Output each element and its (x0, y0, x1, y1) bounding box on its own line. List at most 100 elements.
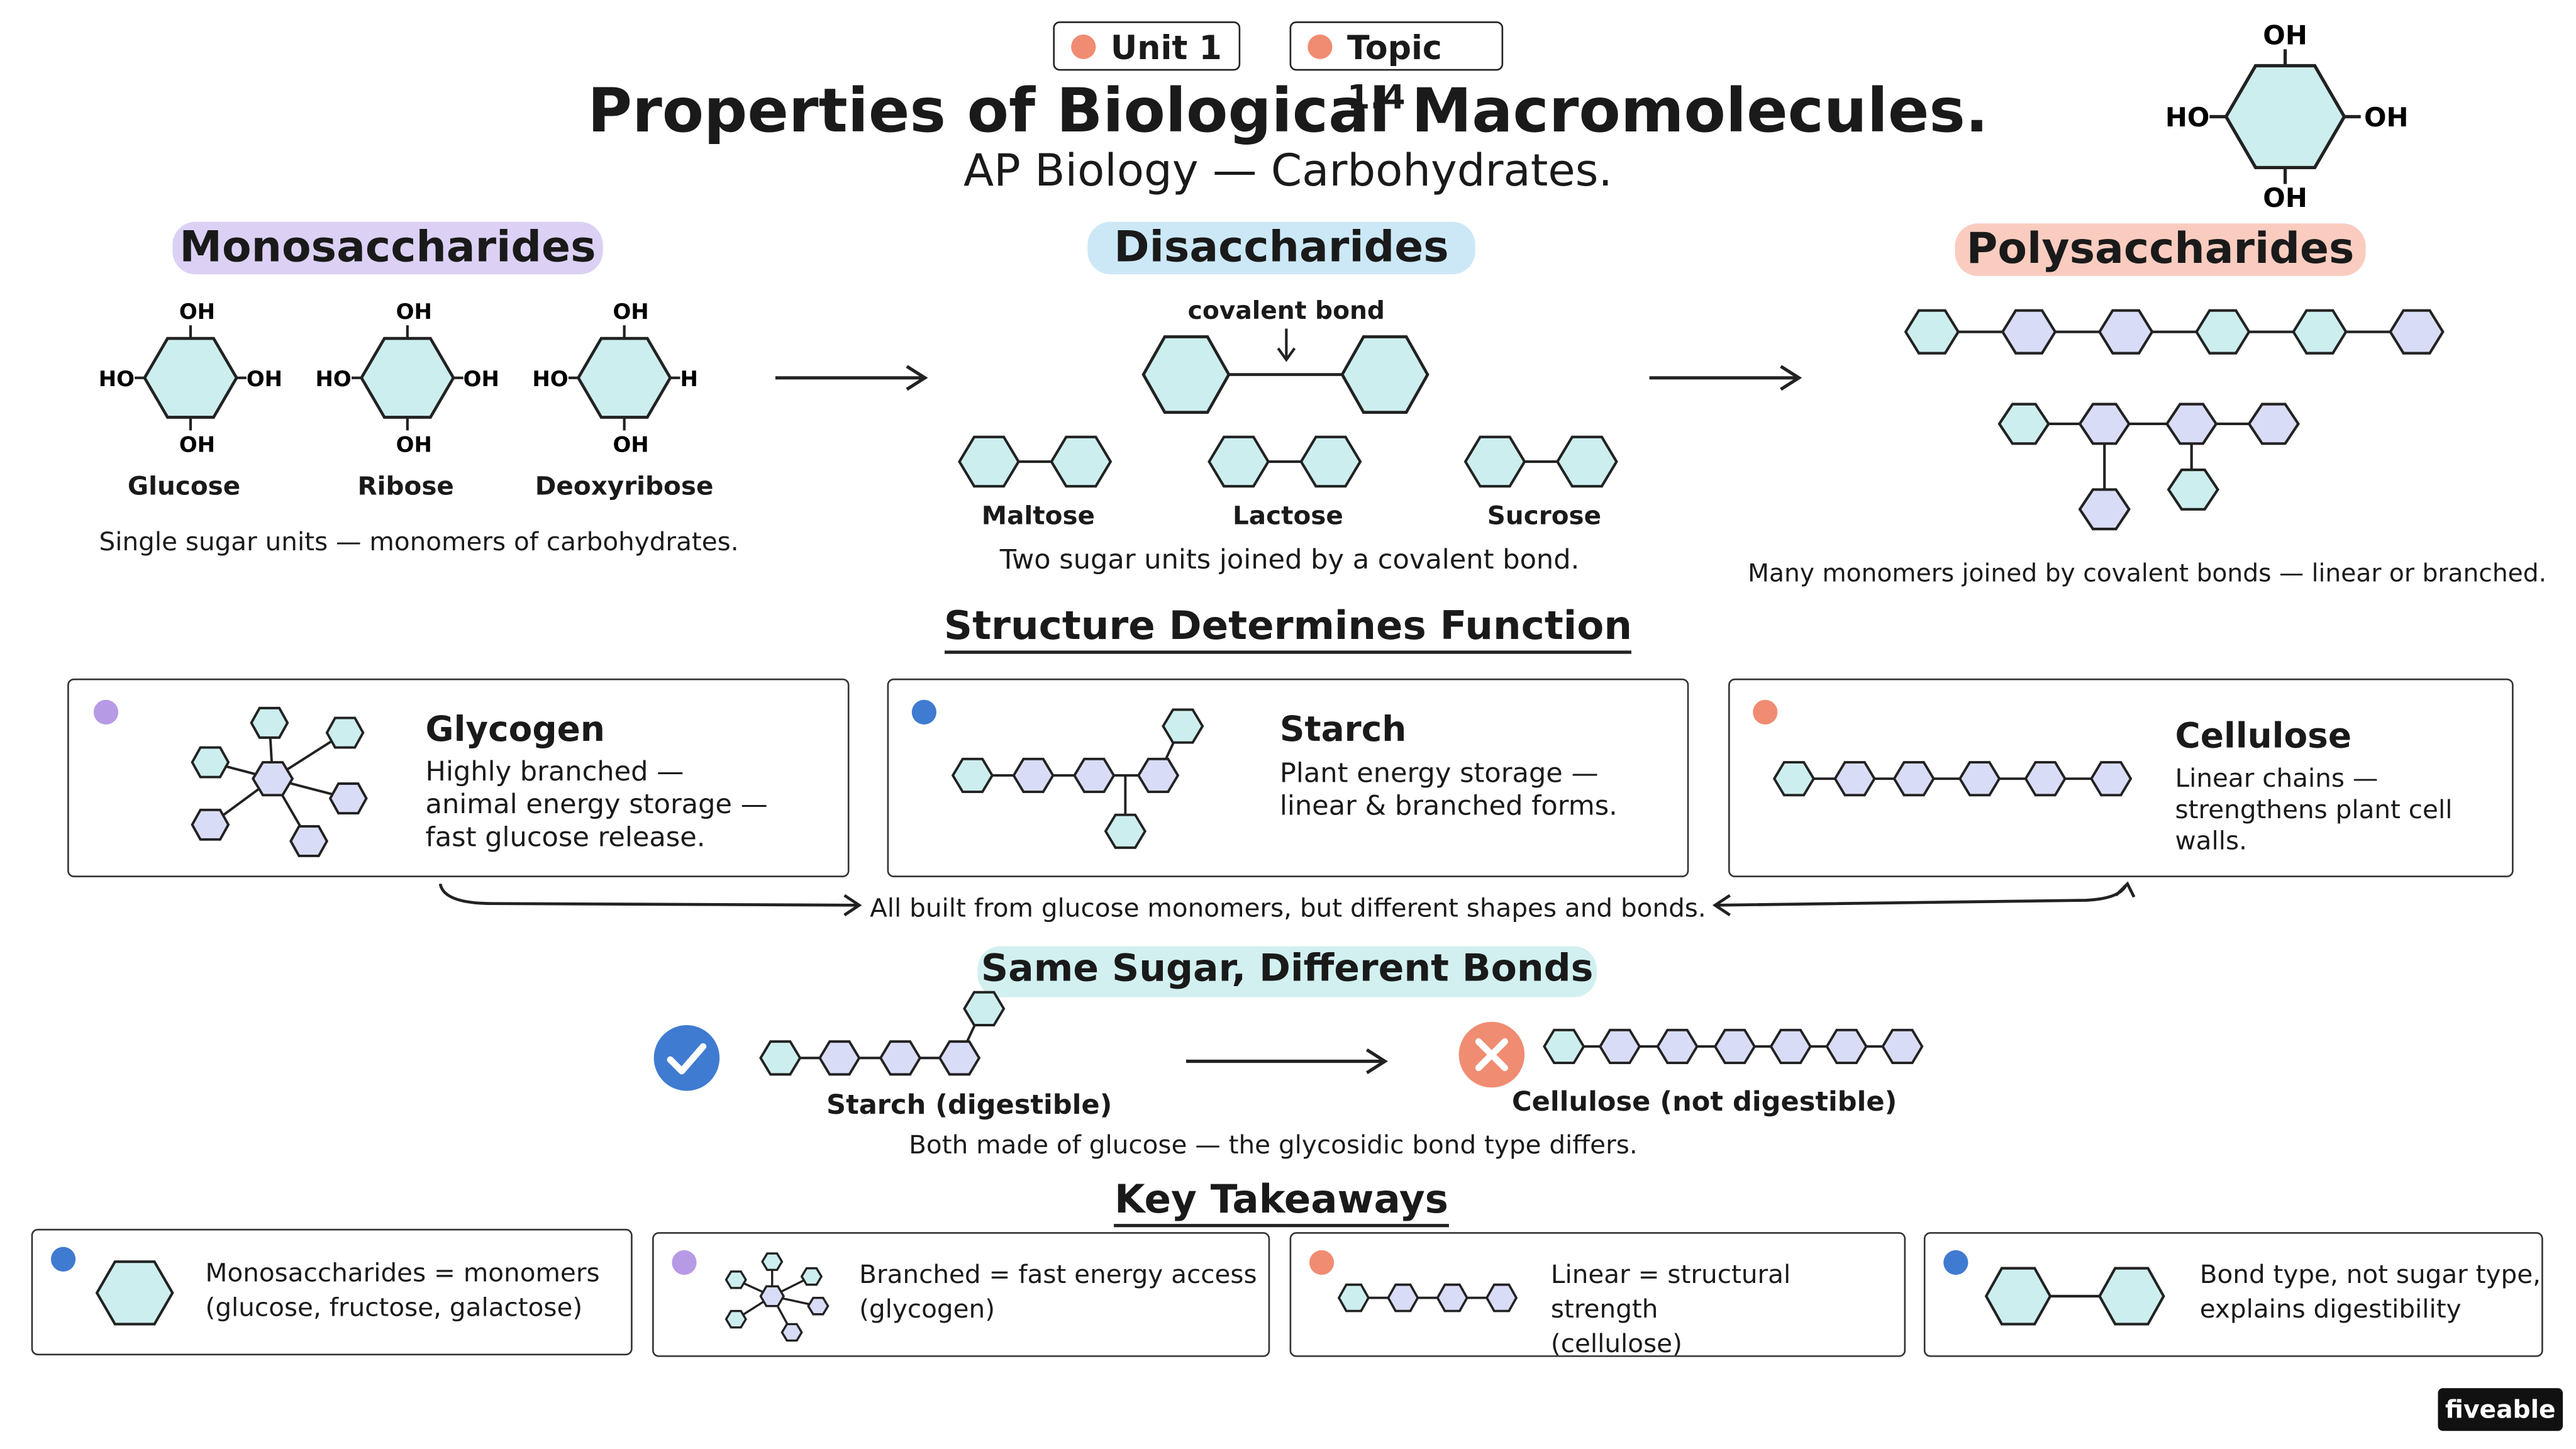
connector-text: All built from glucose monomers, but dif… (870, 894, 1706, 924)
glucose-structure: OH OH HO OH (99, 299, 282, 458)
starch-line: linear & branched forms. (1279, 790, 1618, 822)
takeaway-dot-icon (1309, 1250, 1335, 1275)
starch-card: Starch Plant energy storage — linear & b… (887, 678, 1689, 877)
takeaway-line: (cellulose) (1550, 1329, 1682, 1359)
takeaway-dot-icon (1943, 1250, 1968, 1275)
lactose-label: Lactose (1233, 501, 1343, 531)
glycogen-description: Highly branched — animal energy storage … (426, 756, 768, 855)
disaccharides-highlight (1087, 221, 1475, 275)
starch-dot-icon (911, 699, 936, 724)
cellulose-dot-icon (1753, 699, 1778, 724)
cellulose-title: Cellulose (2175, 716, 2352, 756)
glycogen-line: Highly branched — (425, 755, 684, 787)
glycogen-dot-icon (93, 699, 119, 724)
starch-description: Plant energy storage — linear & branched… (1280, 757, 1618, 823)
starch-digestible-label: Starch (digestible) (826, 1089, 1113, 1121)
glycogen-title: Glycogen (425, 709, 605, 750)
takeaway-card-monomers: Monosaccharides = monomers (glucose, fru… (31, 1228, 633, 1356)
connector-arrows (438, 881, 2136, 916)
topic-pill-label: Topic 1.4 (1347, 28, 1442, 117)
cellulose-line: Linear chains — (2175, 763, 2379, 794)
takeaway-card-linear: Linear = structural strength (cellulose) (1289, 1232, 1906, 1358)
cellulose-chain-icon (1772, 761, 2133, 797)
ribose-oh-top: OH (396, 299, 432, 325)
takeaway-dot-icon (672, 1250, 697, 1275)
disaccharide-icon (1984, 1267, 2165, 1326)
arrow-right-icon (1649, 365, 1802, 391)
disaccharide-bond-structure (1141, 328, 1430, 414)
takeaway-line: Monosaccharides = monomers (205, 1258, 600, 1288)
branched-molecule-icon (724, 1252, 830, 1342)
sucrose-label: Sucrose (1487, 501, 1602, 531)
disaccharides-heading: Disaccharides (1114, 223, 1449, 273)
takeaway-card-bond-type: Bond type, not sugar type, explains dige… (1923, 1232, 2543, 1357)
arrow-right-icon (775, 365, 928, 391)
linear-chain-icon (1337, 1283, 1518, 1313)
takeaway-text: Monosaccharides = monomers (glucose, fru… (206, 1257, 600, 1326)
maltose-label: Maltose (981, 501, 1096, 531)
disaccharide-examples (958, 435, 1618, 488)
unit-pill: Unit 1 (1053, 21, 1241, 71)
lactose-structure (1208, 435, 1362, 488)
glucose-ring-icon: OH OH HO OH (2165, 20, 2407, 214)
takeaway-line: (glucose, fructose, galactose) (205, 1292, 583, 1323)
polysaccharides-caption: Many monomers joined by covalent bonds —… (1748, 558, 2547, 589)
check-circle-icon (653, 1025, 720, 1091)
glycogen-line: animal energy storage — (425, 788, 768, 820)
takeaway-text: Bond type, not sugar type, explains dige… (2200, 1258, 2541, 1328)
topic-pill: Topic 1.4 (1289, 21, 1504, 116)
unit-pill-label: Unit 1 (1110, 28, 1222, 68)
takeaway-card-branched: Branched = fast energy access (glycogen) (652, 1232, 1270, 1357)
covalent-bond-label: covalent bond (1187, 296, 1385, 326)
starch-chain-icon (951, 708, 1204, 849)
cellulose-not-digestible-label: Cellulose (not digestible) (1511, 1085, 1897, 1118)
page-subtitle: AP Biology — Carbohydrates. (963, 146, 1613, 197)
sucrose-structure (1463, 435, 1618, 488)
deoxyribose-label: Deoxyribose (535, 471, 714, 501)
monosaccharide-structures: OH OH HO OH OH OH HO OH OH OH HO H (99, 299, 698, 458)
single-hexagon-icon (95, 1260, 174, 1326)
takeaway-text: Linear = structural strength (cellulose) (1551, 1258, 1904, 1362)
starch-line: Plant energy storage — (1279, 757, 1599, 789)
starch-branch-icon (759, 991, 1006, 1076)
cross-circle-icon (1458, 1021, 1525, 1088)
glycogen-card: Glycogen Highly branched — animal energy… (67, 678, 850, 877)
takeaway-line: Branched = fast energy access (859, 1260, 1257, 1290)
key-takeaways-heading: Key Takeaways (1114, 1176, 1449, 1228)
cellulose-description: Linear chains — strengthens plant cell w… (2175, 764, 2512, 858)
linear-chain (1904, 309, 2445, 355)
glucose-oh-bottom: OH (179, 432, 215, 457)
same-sugar-caption: Both made of glucose — the glycosidic bo… (909, 1130, 1638, 1160)
ribose-structure: OH OH HO OH (316, 299, 499, 458)
glucose-oh-right: OH (247, 367, 282, 392)
takeaway-line: Linear = structural strength (1550, 1260, 1791, 1324)
ring-oh-right: OH (2364, 102, 2407, 133)
same-sugar-heading: Same Sugar, Different Bonds (980, 948, 1594, 991)
glucose-oh-top: OH (179, 299, 215, 325)
cellulose-line: strengthens plant cell walls. (2175, 795, 2453, 856)
cellulose-linear-icon (1543, 1028, 1924, 1065)
deoxyribose-oh-bottom: OH (613, 432, 648, 457)
takeaway-dot-icon (50, 1246, 76, 1272)
deoxyribose-ho-left: HO (532, 367, 568, 392)
branched-chain (1997, 402, 2300, 531)
glycogen-line: fast glucose release. (425, 821, 706, 853)
ring-oh-bottom: OH (2263, 182, 2307, 213)
deoxyribose-h-right: H (680, 367, 697, 392)
page-title: Properties of Biological Macromolecules. (587, 75, 1989, 147)
ring-oh-top: OH (2263, 20, 2307, 51)
ribose-ho-left: HO (316, 367, 352, 392)
topic-dot-icon (1307, 34, 1333, 60)
ribose-label: Ribose (357, 471, 454, 501)
ribose-oh-right: OH (464, 367, 499, 392)
deoxyribose-structure: OH OH HO H (532, 299, 698, 458)
takeaway-line: explains digestibility (2199, 1294, 2462, 1324)
ribose-oh-bottom: OH (396, 432, 432, 457)
takeaway-line: Bond type, not sugar type, (2199, 1260, 2541, 1290)
polysaccharides-heading: Polysaccharides (1966, 225, 2355, 275)
ring-ho-left: HO (2165, 102, 2210, 133)
monosaccharides-heading: Monosaccharides (179, 223, 596, 273)
polysaccharides-highlight (1955, 223, 2366, 276)
maltose-structure (958, 435, 1113, 488)
